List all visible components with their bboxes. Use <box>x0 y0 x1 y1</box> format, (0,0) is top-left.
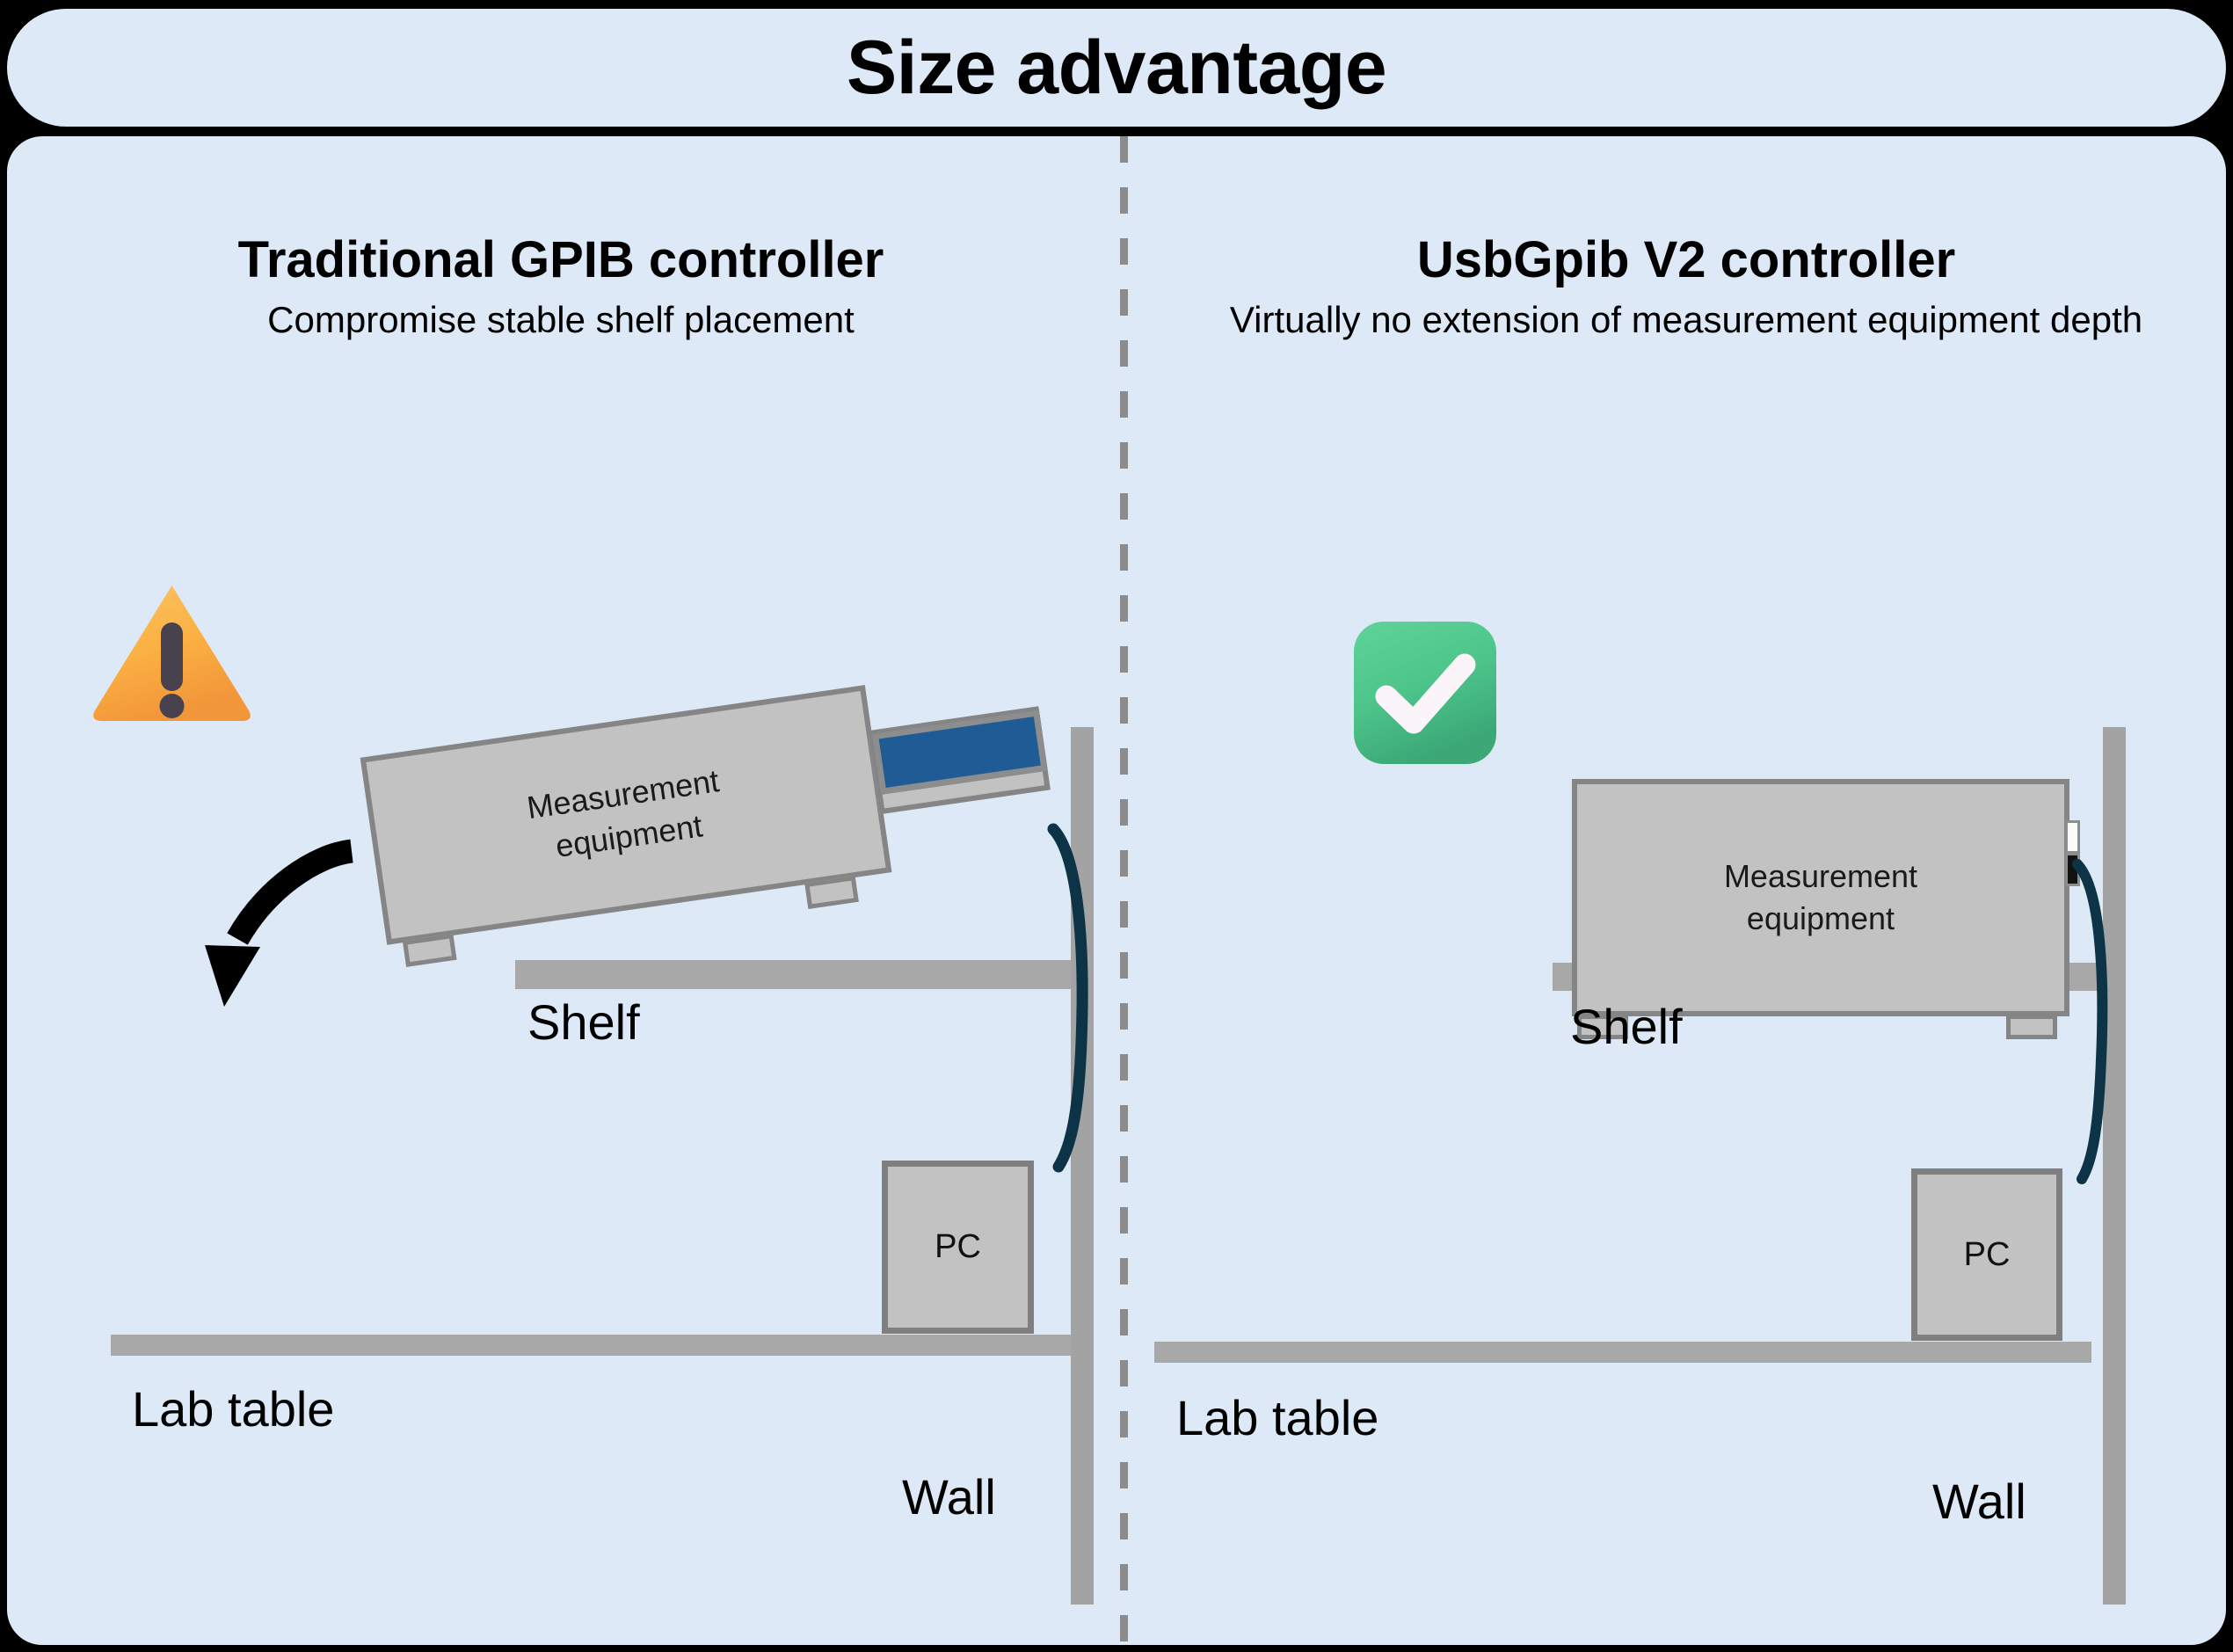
warning-triangle-icon <box>93 586 251 721</box>
left-pc: PC <box>882 1161 1034 1334</box>
left-pc-label: PC <box>935 1228 981 1265</box>
comparison-panel: Traditional GPIB controller Compromise s… <box>7 136 2226 1645</box>
tilt-warning-arrow-icon <box>205 839 354 1007</box>
right-column-title: UsbGpib V2 controller <box>1416 231 1956 288</box>
left-cable <box>1047 823 1088 1173</box>
right-lab-table <box>1154 1342 2091 1363</box>
page-title: Size advantage <box>846 25 1387 110</box>
right-equipment-foot-left <box>1577 1015 1628 1039</box>
right-column-subtitle: Virtually no extension of measurement eq… <box>1229 298 2143 340</box>
right-wall-label: Wall <box>1932 1474 2026 1529</box>
title-panel: Size advantage <box>7 9 2226 127</box>
left-shelf-label: Shelf <box>527 994 640 1050</box>
check-square-icon <box>1354 622 1496 764</box>
left-column-heading: Traditional GPIB controller Compromise s… <box>60 231 1062 342</box>
right-wall <box>2103 727 2126 1605</box>
left-lab-table-label: Lab table <box>132 1381 335 1437</box>
left-equipment-group: Measurement equipment <box>360 682 1051 975</box>
left-equipment-label: Measurement equipment <box>524 762 722 864</box>
right-cable <box>2072 859 2108 1184</box>
right-equipment-foot-right <box>2006 1015 2057 1039</box>
panel-divider <box>1120 136 1128 1645</box>
left-wall-label: Wall <box>902 1469 996 1525</box>
right-pc-label: PC <box>1963 1235 2011 1273</box>
right-pc: PC <box>1911 1168 2062 1341</box>
right-equipment-label: Measurement equipment <box>1723 858 1918 936</box>
left-column-title: Traditional GPIB controller <box>237 231 884 288</box>
left-column-subtitle: Compromise stable shelf placement <box>267 298 855 340</box>
right-lab-table-label: Lab table <box>1176 1390 1379 1445</box>
left-shelf <box>515 960 1071 989</box>
right-column-heading: UsbGpib V2 controller Virtually no exten… <box>1167 231 2205 342</box>
left-lab-table <box>111 1335 1071 1356</box>
right-measurement-equipment: Measurement equipment <box>1572 779 2069 1016</box>
right-usbgpib-connector-body <box>2065 820 2080 854</box>
right-shelf-label: Shelf <box>1570 999 1683 1054</box>
